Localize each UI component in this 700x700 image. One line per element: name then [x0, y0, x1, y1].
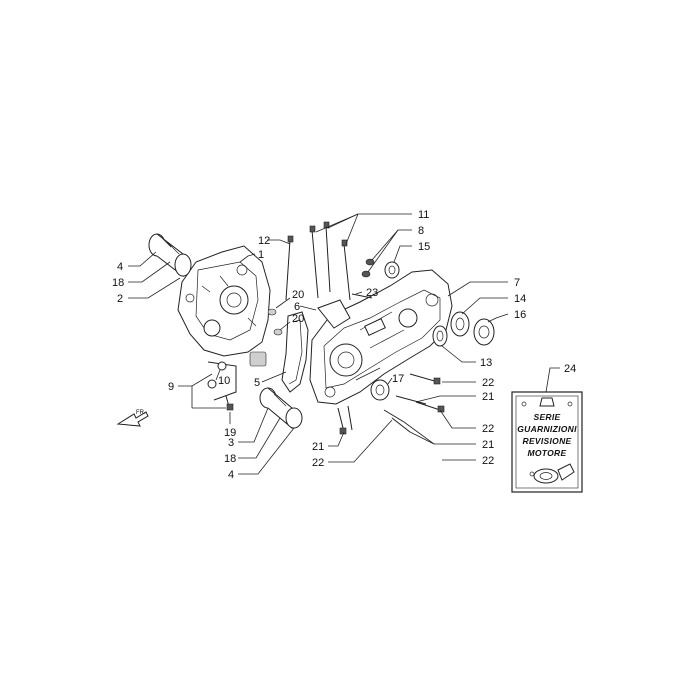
gasket-kit-card: SERIE GUARNIZIONI REVISIONE MOTORE: [511, 391, 583, 493]
callout-12: 12: [258, 235, 270, 247]
callout-18-top: 18: [112, 277, 124, 289]
left-crankcase-half: [177, 245, 271, 367]
callout-16: 16: [514, 309, 526, 321]
callout-20-lower: 20: [292, 313, 304, 325]
callout-2: 2: [117, 293, 123, 305]
callout-24: 24: [564, 363, 576, 375]
oil-pipe-fittings: [207, 361, 237, 411]
callout-6: 6: [294, 301, 300, 313]
direction-marker-text: FR.: [136, 410, 146, 416]
callout-13: 13: [480, 357, 492, 369]
seal-and-bearing-left-top: [148, 233, 192, 278]
seal-and-bearing-lower: [259, 387, 303, 430]
kit-card-line1: SERIE: [533, 412, 560, 422]
callout-8: 8: [418, 225, 424, 237]
callout-21-b: 21: [482, 439, 494, 451]
callout-18-lower: 18: [224, 453, 236, 465]
screws: [337, 373, 445, 435]
bearings-right: [432, 311, 495, 347]
callout-22-d: 22: [312, 457, 324, 469]
callout-10: 10: [218, 375, 230, 387]
callout-23: 23: [366, 287, 378, 299]
callout-labels: 12 1 4 18 2 11 8 15 23 7 14 16 13 17 20 …: [112, 209, 576, 481]
leader-lines: [128, 213, 560, 475]
kit-card-line3: REVISIONE: [523, 436, 572, 446]
callout-11: 11: [418, 209, 429, 221]
callout-4-lower: 4: [228, 469, 234, 481]
callout-3: 3: [228, 437, 234, 449]
callout-21-a: 21: [482, 391, 494, 403]
crankcase-gasket: [281, 311, 309, 393]
callout-20-upper: 20: [292, 289, 304, 301]
callout-22-c: 22: [482, 455, 494, 467]
kit-card-line4: MOTORE: [528, 448, 567, 458]
callout-22-b: 22: [482, 423, 494, 435]
dowels: [267, 308, 283, 336]
callout-17: 17: [392, 373, 404, 385]
callout-4-top: 4: [117, 261, 123, 273]
callout-1: 1: [258, 249, 264, 261]
small-parts-upper: [351, 258, 400, 299]
callout-14: 14: [514, 293, 526, 305]
front-direction-arrow: FR.: [116, 410, 149, 427]
callout-9: 9: [168, 381, 174, 393]
callout-15: 15: [418, 241, 430, 253]
callout-22-a: 22: [482, 377, 494, 389]
studs: [285, 221, 351, 301]
right-crankcase-half: [309, 269, 453, 405]
callout-21-c: 21: [312, 441, 324, 453]
callout-7: 7: [514, 277, 520, 289]
callout-5: 5: [254, 377, 260, 389]
bushing: [370, 379, 390, 401]
kit-card-line2: GUARNIZIONI: [517, 424, 577, 434]
callout-19: 19: [224, 427, 236, 439]
